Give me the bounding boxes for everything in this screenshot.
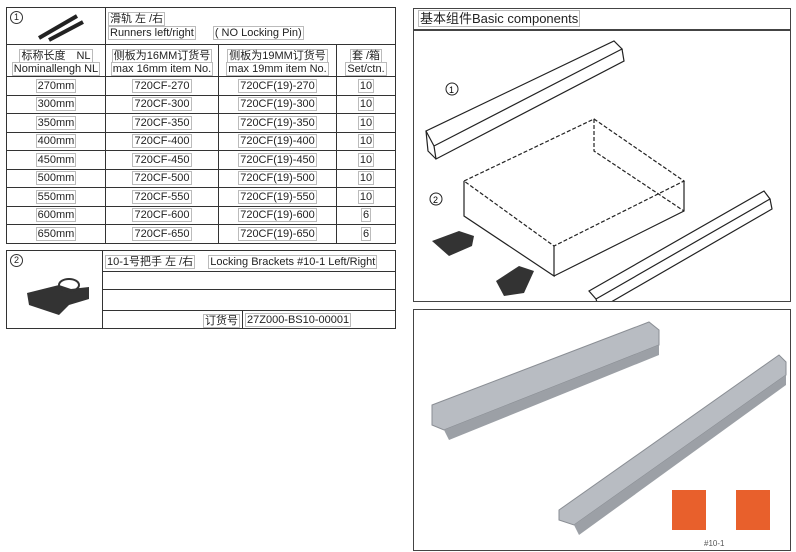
table-cell: 720CF-650	[105, 224, 219, 244]
exploded-assembly-diagram: 1 2	[425, 40, 773, 301]
badge-1: 1	[10, 11, 23, 24]
empty-row	[102, 271, 396, 290]
empty-row	[102, 289, 396, 311]
order-number-cell: 27Z000-BS10-00001	[242, 310, 396, 329]
order-label-cell: 订货号	[102, 310, 243, 329]
table-cell: 500mm	[6, 168, 106, 188]
table-cell: 10	[336, 113, 396, 133]
bracket-title-cn: 10-1号把手 左 /右	[105, 255, 196, 269]
table-cell: 10	[336, 131, 396, 151]
runner-title-cn: 滑轨 左 /右	[108, 12, 166, 26]
table-cell: 6	[336, 224, 396, 244]
runner-icon	[37, 14, 84, 42]
callout-2: 2	[433, 195, 438, 205]
table-cell: 720CF(19)-600	[218, 205, 337, 225]
bracket-title-cell: 10-1号把手 左 /右 Locking Brackets #10-1 Left…	[102, 250, 396, 272]
table-cell: 720CF(19)-300	[218, 94, 337, 114]
rails-photo: #10-1	[431, 321, 787, 548]
table-cell: 720CF(19)-450	[218, 150, 337, 170]
table-cell: 300mm	[6, 94, 106, 114]
bracket-left-drawing	[432, 231, 474, 256]
bracket-image-cell: 2	[6, 250, 103, 329]
bracket-title-en: Locking Brackets #10-1 Left/Right	[208, 255, 378, 269]
table-cell: 10	[336, 187, 396, 207]
table-cell: 10	[336, 76, 396, 96]
table-cell: 720CF-450	[105, 150, 219, 170]
table-cell: 10	[336, 150, 396, 170]
basic-components-title: 基本组件Basic components	[414, 9, 790, 31]
table-cell: 10	[336, 168, 396, 188]
bracket-icon	[27, 278, 89, 315]
table-cell: 720CF-500	[105, 168, 219, 188]
runner-title-cell: 滑轨 左 /右 Runners left/right ( NO Locking …	[105, 7, 396, 45]
table-cell: 720CF-270	[105, 76, 219, 96]
table-cell: 720CF(19)-550	[218, 187, 337, 207]
table-cell: 720CF-550	[105, 187, 219, 207]
basic-components-panel: 基本组件Basic components 1 2	[413, 8, 791, 302]
photo-caption: #10-1	[704, 539, 725, 548]
runner-image-cell: 1	[6, 7, 106, 45]
product-photo-panel: #10-1	[413, 309, 791, 551]
table-cell: 600mm	[6, 205, 106, 225]
no-locking-pin-note: ( NO Locking Pin)	[212, 26, 304, 40]
table-cell: 720CF(19)-500	[218, 168, 337, 188]
table-cell: 720CF(19)-270	[218, 76, 337, 96]
table-cell: 720CF-350	[105, 113, 219, 133]
table-cell: 720CF(19)-400	[218, 131, 337, 151]
runners-table: 1 滑轨 左 /右 Runners left/right ( NO Lockin…	[6, 7, 396, 244]
table-cell: 350mm	[6, 113, 106, 133]
table-cell: 720CF-600	[105, 205, 219, 225]
orange-brackets-photo	[672, 490, 770, 530]
table-cell: 400mm	[6, 131, 106, 151]
table-cell: 720CF-300	[105, 94, 219, 114]
badge-2: 2	[10, 254, 23, 267]
table-cell: 270mm	[6, 76, 106, 96]
table-cell: 10	[336, 94, 396, 114]
table-cell: 720CF-400	[105, 131, 219, 151]
bracket-right-drawing	[496, 266, 534, 296]
table-cell: 720CF(19)-350	[218, 113, 337, 133]
runner-title-en: Runners left/right	[108, 26, 196, 40]
table-cell: 720CF(19)-650	[218, 224, 337, 244]
brackets-table: 2 10-1号把手 左 /右 Locking Brackets #10-1 Le…	[6, 250, 396, 329]
table-cell: 650mm	[6, 224, 106, 244]
table-cell: 450mm	[6, 150, 106, 170]
callout-1: 1	[449, 85, 454, 95]
table-cell: 6	[336, 205, 396, 225]
table-cell: 550mm	[6, 187, 106, 207]
